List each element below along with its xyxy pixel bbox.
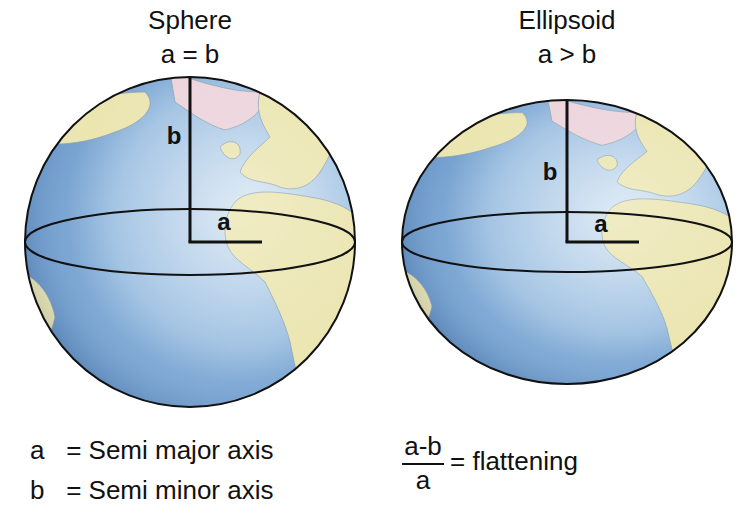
fraction-denominator: a: [416, 466, 430, 496]
definition: = flattening: [450, 447, 578, 477]
definition: a = Semi major axis: [30, 436, 273, 466]
heading: Ellipsoid: [519, 6, 616, 36]
fraction-numerator: a-b: [404, 432, 442, 462]
heading: Sphere: [148, 6, 232, 36]
fraction-bar: [402, 463, 444, 465]
definition: b = Semi minor axis: [30, 476, 273, 506]
axis-letter: a: [217, 208, 230, 236]
axis-letter: b: [167, 122, 182, 150]
axis-letter: a: [594, 210, 607, 238]
axis-relation: a > b: [538, 40, 597, 70]
axis-letter: b: [543, 158, 558, 186]
axis-relation: a = b: [161, 40, 220, 70]
